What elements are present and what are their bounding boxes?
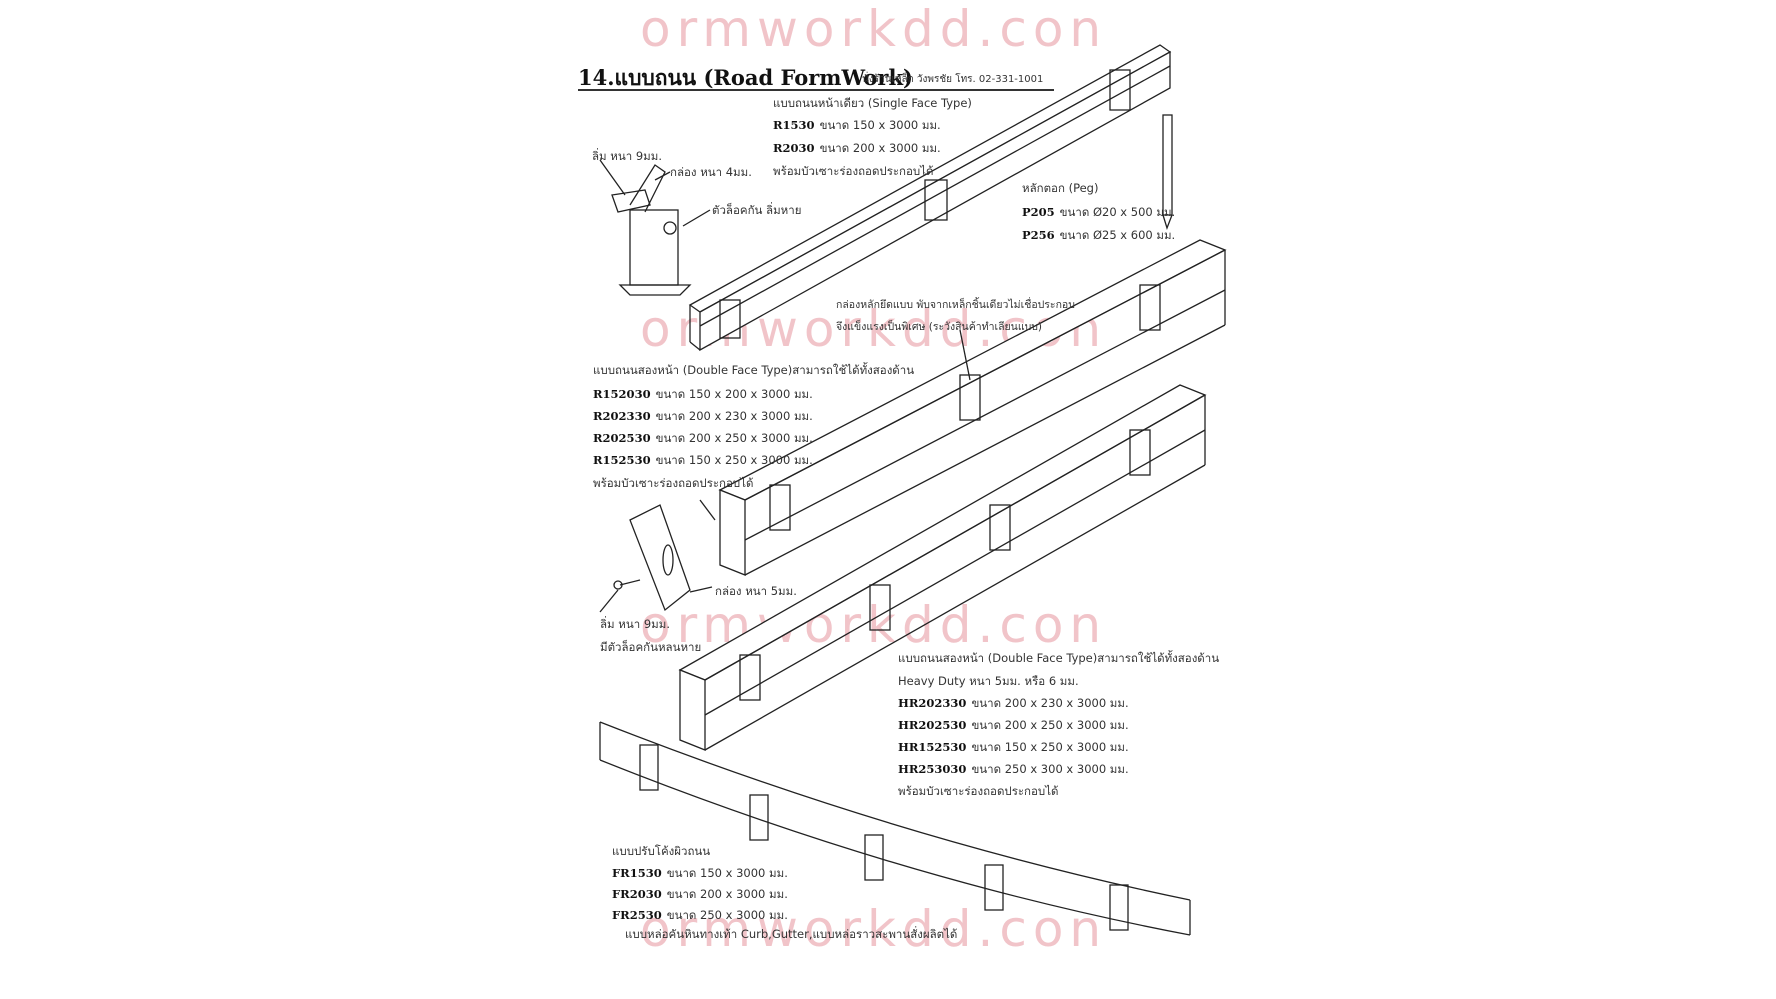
product-code: HR253030 [898,762,967,776]
callout-lock: มีตัวล็อคกันหลนหาย [600,640,702,654]
contact-text: นั่งร้านเหล็ก วังพรชัย โทร. 02-331-1001 [862,74,1044,85]
heavy-duty-heading: แบบถนนสองหน้า (Double Face Type)สามารถใช… [898,651,1220,665]
box-note: จึงแข็งแรงเป็นพิเศษ (ระวังสินค้าทำเลียนแ… [836,321,1043,333]
heavy-duty-subheading: Heavy Duty หนา 5มม. หรือ 6 มม. [898,674,1079,688]
spec-line: R152530 ขนาด 150 x 250 x 3000 มม. [593,452,813,470]
spec-line: FR2030 ขนาด 200 x 3000 มม. [612,886,788,904]
spec-line: R2030 ขนาด 200 x 3000 มม. [773,140,941,158]
spec-line: HR202330 ขนาด 200 x 230 x 3000 มม. [898,695,1129,713]
product-code: HR152530 [898,740,967,754]
product-spec: ขนาด 150 x 250 x 3000 มม. [655,453,813,467]
callout-box: กล่อง หนา 4มม. [670,165,752,179]
bracket-detail-drawing [599,159,711,296]
spec-line: P205 ขนาด Ø20 x 500 มม. [1022,204,1175,222]
single-face-note: พร้อมบัวเซาะร่องถอดประกอบได้ [773,164,934,178]
single-face-heading: แบบถนนหน้าเดียว (Single Face Type) [773,96,972,110]
spec-line: R1530 ขนาด 150 x 3000 มม. [773,117,941,135]
spec-line: R152030 ขนาด 150 x 200 x 3000 มม. [593,386,813,404]
watermark: ormworkdd.con [640,900,1108,958]
single-face-formwork-drawing [688,44,1172,352]
product-code: R202330 [593,409,651,423]
double-face-note: พร้อมบัวเซาะร่องถอดประกอบได้ [593,476,754,490]
spec-line: FR1530 ขนาด 150 x 3000 มม. [612,865,788,883]
spec-line: FR2530 ขนาด 250 x 3000 มม. [612,907,788,925]
box-note: กล่องหลักยึดแบบ พับจากเหล็กชิ้นเดียวไม่เ… [836,299,1075,311]
callout-box: กล่อง หนา 5มม. [715,584,797,598]
heavy-duty-formwork-drawing [678,384,1207,751]
peg-drawing [1162,114,1173,230]
product-code: R202530 [593,431,651,445]
product-code: R1530 [773,118,815,132]
product-code: HR202530 [898,718,967,732]
product-spec: ขนาด 250 x 3000 มม. [666,908,788,922]
product-code: FR2530 [612,908,662,922]
flexible-heading: แบบปรับโค้งผิวถนน [612,844,711,858]
product-spec: ขนาด 250 x 300 x 3000 มม. [971,762,1129,776]
product-spec: ขนาด 200 x 3000 มม. [819,141,941,155]
product-spec: ขนาด 200 x 230 x 3000 มม. [655,409,813,423]
peg-heading: หลักตอก (Peg) [1022,181,1099,195]
product-code: P205 [1022,205,1055,219]
heavy-duty-note: พร้อมบัวเซาะร่องถอดประกอบได้ [898,784,1059,798]
product-spec: ขนาด 200 x 230 x 3000 มม. [971,696,1129,710]
product-code: R152030 [593,387,651,401]
title-underline [578,89,1054,91]
double-face-formwork-drawing [718,239,1227,576]
product-code: P256 [1022,228,1055,242]
double-face-heading: แบบถนนสองหน้า (Double Face Type)สามารถใช… [593,363,915,377]
product-spec: ขนาด Ø20 x 500 มม. [1059,205,1176,219]
watermark: ormworkdd.con [640,0,1108,58]
spec-line: HR152530 ขนาด 150 x 250 x 3000 มม. [898,739,1129,757]
product-spec: ขนาด 200 x 250 x 3000 มม. [655,431,813,445]
product-code: R2030 [773,141,815,155]
product-spec: ขนาด 150 x 250 x 3000 มม. [971,740,1129,754]
product-spec: ขนาด 150 x 3000 มม. [819,118,941,132]
product-code: FR2030 [612,887,662,901]
spec-line: P256 ขนาด Ø25 x 600 มม. [1022,227,1175,245]
spec-line: HR202530 ขนาด 200 x 250 x 3000 มม. [898,717,1129,735]
page-title: 14.แบบถนน (Road FormWork) [578,65,913,90]
wedge-box-detail-drawing [599,499,716,613]
product-code: FR1530 [612,866,662,880]
product-code: R152530 [593,453,651,467]
product-spec: ขนาด 200 x 250 x 3000 มม. [971,718,1129,732]
product-spec: ขนาด 200 x 3000 มม. [666,887,788,901]
callout-lock: ตัวล็อคกัน ลิ่มหาย [712,203,802,217]
spec-line: R202530 ขนาด 200 x 250 x 3000 มม. [593,430,813,448]
flexible-curved-formwork-drawing [599,721,1191,936]
product-spec: ขนาด 150 x 200 x 3000 มม. [655,387,813,401]
callout-wedge: ลิ่ม หนา 9มม. [592,149,662,163]
flexible-footer: แบบหล่อคันหินทางเท้า Curb,Gutter,แบบหล่อ… [625,927,958,941]
product-spec: ขนาด 150 x 3000 มม. [666,866,788,880]
product-spec: ขนาด Ø25 x 600 มม. [1059,228,1176,242]
spec-line: HR253030 ขนาด 250 x 300 x 3000 มม. [898,761,1129,779]
product-code: HR202330 [898,696,967,710]
spec-line: R202330 ขนาด 200 x 230 x 3000 มม. [593,408,813,426]
callout-wedge: ลิ่ม หนา 9มม. [600,617,670,631]
